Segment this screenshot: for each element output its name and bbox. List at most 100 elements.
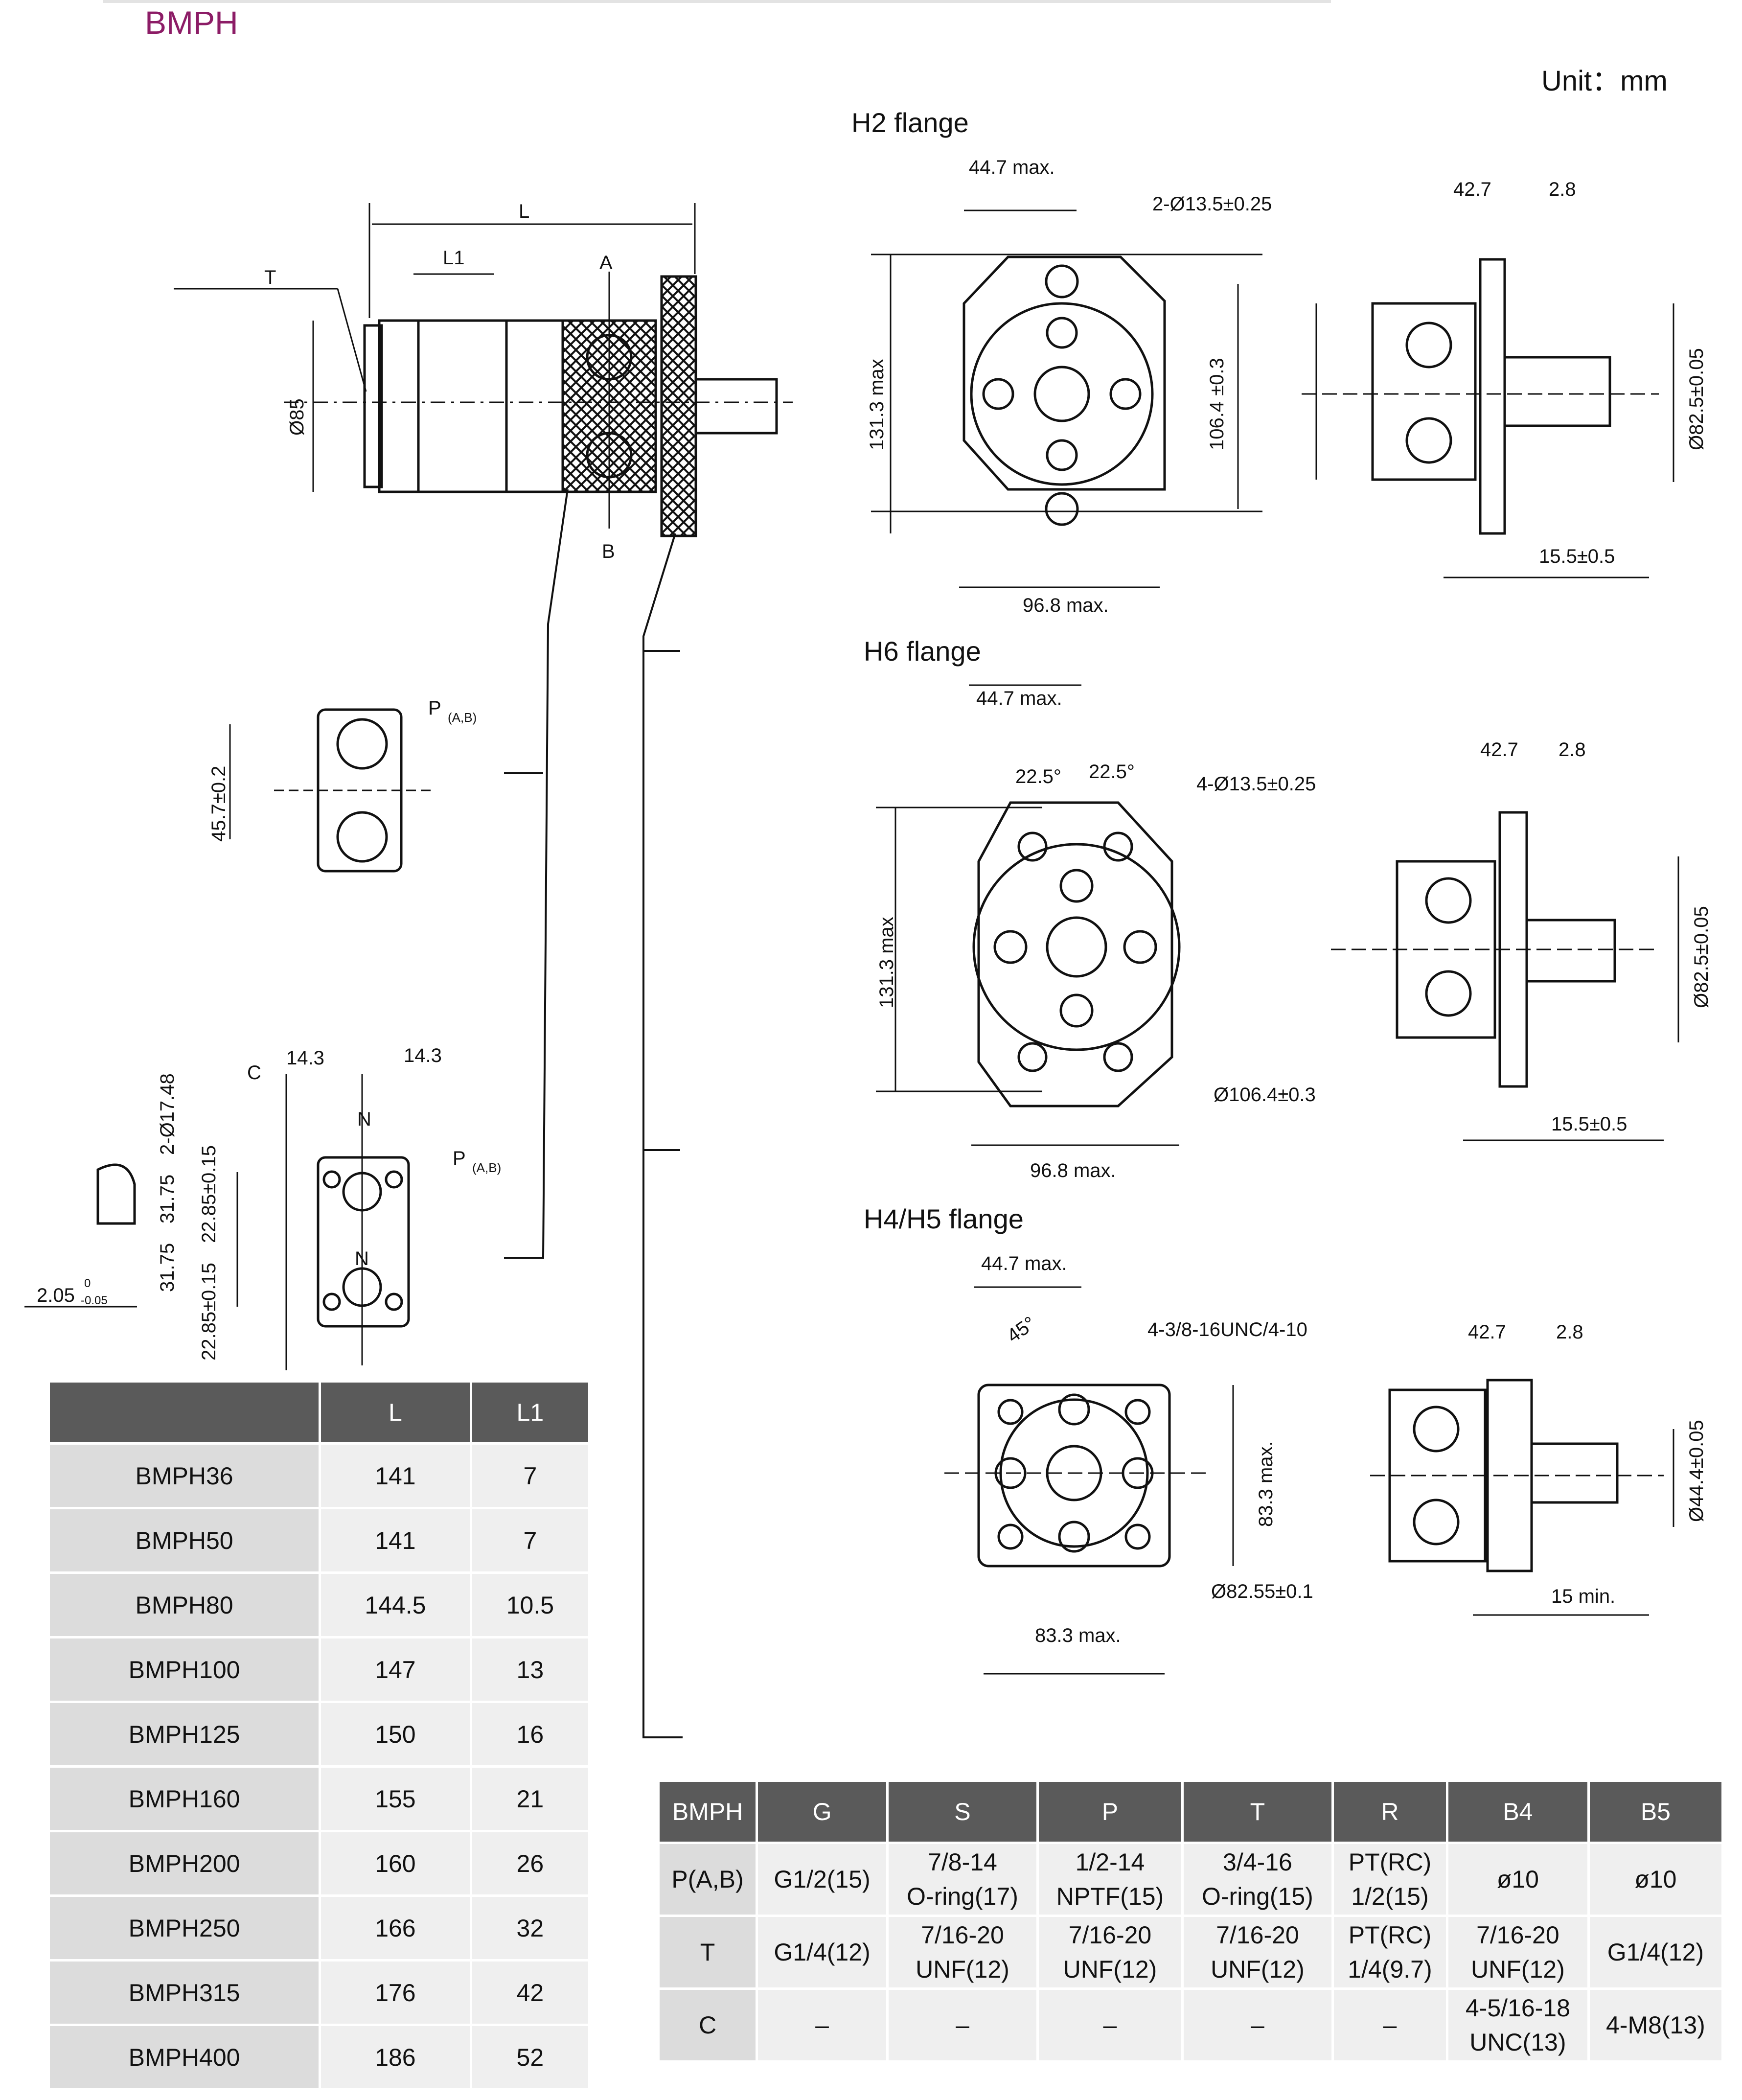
ports-col-p: P xyxy=(1038,1782,1181,1842)
port2-p: P xyxy=(453,1148,466,1169)
ports-col-g: G xyxy=(758,1782,886,1842)
port1-sub: (A,B) xyxy=(448,710,477,725)
h6-side-a: 42.7 xyxy=(1480,739,1518,761)
port2-d14b: 14.3 xyxy=(404,1045,442,1066)
port2-d14a: 14.3 xyxy=(286,1047,324,1069)
p-cell: – xyxy=(1038,1990,1181,2060)
h6-width-bottom: 96.8 max. xyxy=(1030,1160,1116,1181)
port2-c: C xyxy=(247,1062,261,1084)
l1-cell: 7 xyxy=(472,1445,588,1507)
port2-d3175b: 31.75 xyxy=(157,1243,178,1292)
model-cell: BMPH100 xyxy=(50,1638,319,1701)
ports-col-r: R xyxy=(1333,1782,1446,1842)
h6-angle-b: 22.5° xyxy=(1089,761,1135,783)
l-cell: 150 xyxy=(321,1703,470,1765)
l1-cell: 26 xyxy=(472,1832,588,1894)
h6-shaft: 15.5±0.5 xyxy=(1551,1113,1627,1135)
h45-pcd: Ø82.55±0.1 xyxy=(1211,1581,1313,1602)
key-dim: 2.05 xyxy=(37,1285,75,1306)
ports-col-b4: B4 xyxy=(1448,1782,1587,1842)
ports-table: BMPH G S P T R B4 B5 P(A,B) G1/2(15) 7/8… xyxy=(657,1779,1724,2063)
port2-n2: N xyxy=(355,1248,369,1269)
l-cell: 176 xyxy=(321,1962,470,2024)
g-cell: G1/2(15) xyxy=(758,1844,886,1915)
h6-side-b: 2.8 xyxy=(1559,739,1586,761)
dim-l1: L1 xyxy=(443,247,465,269)
lengths-col-l1: L1 xyxy=(472,1383,588,1442)
b5-cell: G1/4(12) xyxy=(1589,1917,1721,1987)
h2-flange-drawing xyxy=(871,209,1674,588)
port2-d2285a: 22.85±0.15 xyxy=(198,1145,220,1243)
h45-pilot: Ø44.4±0.05 xyxy=(1686,1420,1707,1522)
lengths-col-blank xyxy=(50,1383,319,1442)
key-sub: -0.05 xyxy=(81,1294,108,1307)
port1-dim: 45.7±0.2 xyxy=(208,766,229,842)
port2-bolt: 2-Ø17.48 xyxy=(157,1073,178,1155)
model-cell: BMPH200 xyxy=(50,1832,319,1894)
h45-flange-drawing xyxy=(944,1286,1674,1675)
t-cell: – xyxy=(1183,1990,1331,2060)
dim-l: L xyxy=(519,201,529,222)
h6-flange-drawing xyxy=(876,684,1679,1146)
h6-pcd: Ø106.4±0.3 xyxy=(1214,1084,1316,1106)
h45-angle: 45° xyxy=(1003,1313,1040,1347)
l1-cell: 32 xyxy=(472,1897,588,1959)
port1-label: P xyxy=(428,697,441,719)
l1-cell: 21 xyxy=(472,1768,588,1830)
lengths-col-l: L xyxy=(321,1383,470,1442)
unit-label: Unit：mm xyxy=(1541,65,1668,97)
model-cell: BMPH50 xyxy=(50,1509,319,1571)
h6-pilot: Ø82.5±0.05 xyxy=(1691,906,1712,1008)
h45-shaft: 15 min. xyxy=(1551,1586,1615,1607)
l-cell: 160 xyxy=(321,1832,470,1894)
l1-cell: 52 xyxy=(472,2026,588,2088)
h2-side-a: 42.7 xyxy=(1453,179,1491,200)
l-cell: 141 xyxy=(321,1445,470,1507)
l1-cell: 7 xyxy=(472,1509,588,1571)
l-cell: 144.5 xyxy=(321,1574,470,1636)
h6-flange-title: H6 flange xyxy=(864,636,981,667)
h45-flange-title: H4/H5 flange xyxy=(864,1203,1024,1234)
label-a: A xyxy=(599,252,613,274)
h2-height: 131.3 max xyxy=(866,359,888,450)
h45-side-a: 42.7 xyxy=(1468,1321,1506,1343)
b5-cell: ø10 xyxy=(1589,1844,1721,1915)
r-cell: – xyxy=(1333,1990,1446,2060)
port-cell: C xyxy=(660,1990,756,2060)
l-cell: 166 xyxy=(321,1897,470,1959)
ports-col-bmph: BMPH xyxy=(660,1782,756,1842)
h2-flange-title: H2 flange xyxy=(851,107,969,138)
h2-width-top: 44.7 max. xyxy=(969,157,1055,178)
h45-side-b: 2.8 xyxy=(1556,1321,1583,1343)
model-cell: BMPH36 xyxy=(50,1445,319,1507)
page-title: BMPH xyxy=(145,4,238,41)
model-cell: BMPH125 xyxy=(50,1703,319,1765)
h45-width-bottom: 83.3 max. xyxy=(1035,1625,1121,1646)
l-cell: 141 xyxy=(321,1509,470,1571)
drawing-labels: H2 flange H6 flange H4/H5 flange L L1 T … xyxy=(37,107,1712,1646)
h2-shaft: 15.5±0.5 xyxy=(1539,546,1615,567)
model-cell: BMPH315 xyxy=(50,1962,319,2024)
s-cell: – xyxy=(888,1990,1036,2060)
l-cell: 147 xyxy=(321,1638,470,1701)
port2-d2285b: 22.85±0.15 xyxy=(198,1263,220,1361)
h2-side-b: 2.8 xyxy=(1549,179,1576,200)
b5-cell: 4-M8(13) xyxy=(1589,1990,1721,2060)
port2-n1: N xyxy=(357,1108,371,1130)
port2-p-sub: (A,B) xyxy=(472,1160,501,1175)
g-cell: – xyxy=(758,1990,886,2060)
ports-col-t: T xyxy=(1183,1782,1331,1842)
key-sup: 0 xyxy=(84,1277,91,1290)
